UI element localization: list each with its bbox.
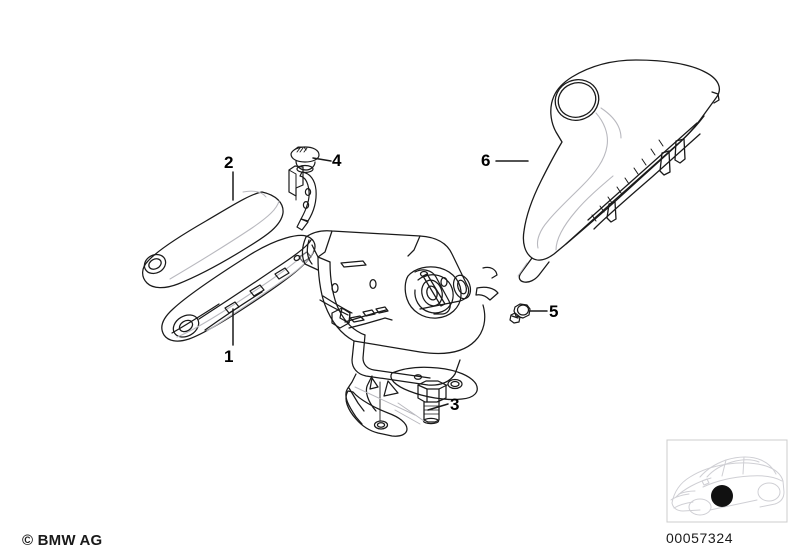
callout-label-2: 2 (224, 153, 234, 172)
vehicle-location-thumbnail (666, 439, 788, 523)
copyright-notice: © BMW AG (22, 532, 103, 549)
callout-label-6: 6 (481, 151, 491, 170)
part-hex-bolt (394, 380, 448, 425)
part-fastening-screw (509, 303, 531, 324)
part-lever-boot (517, 59, 720, 283)
callout-leader-lines (232, 157, 548, 411)
callout-label-3: 3 (450, 395, 460, 414)
callout-label-1: 1 (224, 347, 234, 366)
diagram-part-number: 00057324 (666, 530, 734, 546)
callout-label-5: 5 (549, 302, 559, 321)
part-handbrake-housing (301, 230, 499, 437)
part-switch-bracket (288, 146, 320, 231)
leader-4 (312, 157, 332, 162)
leader-3 (427, 403, 449, 411)
part-handbrake-lever (161, 234, 316, 342)
callout-label-4: 4 (332, 151, 342, 170)
part-handbrake-grip (142, 190, 284, 289)
location-marker-dot (711, 485, 733, 507)
